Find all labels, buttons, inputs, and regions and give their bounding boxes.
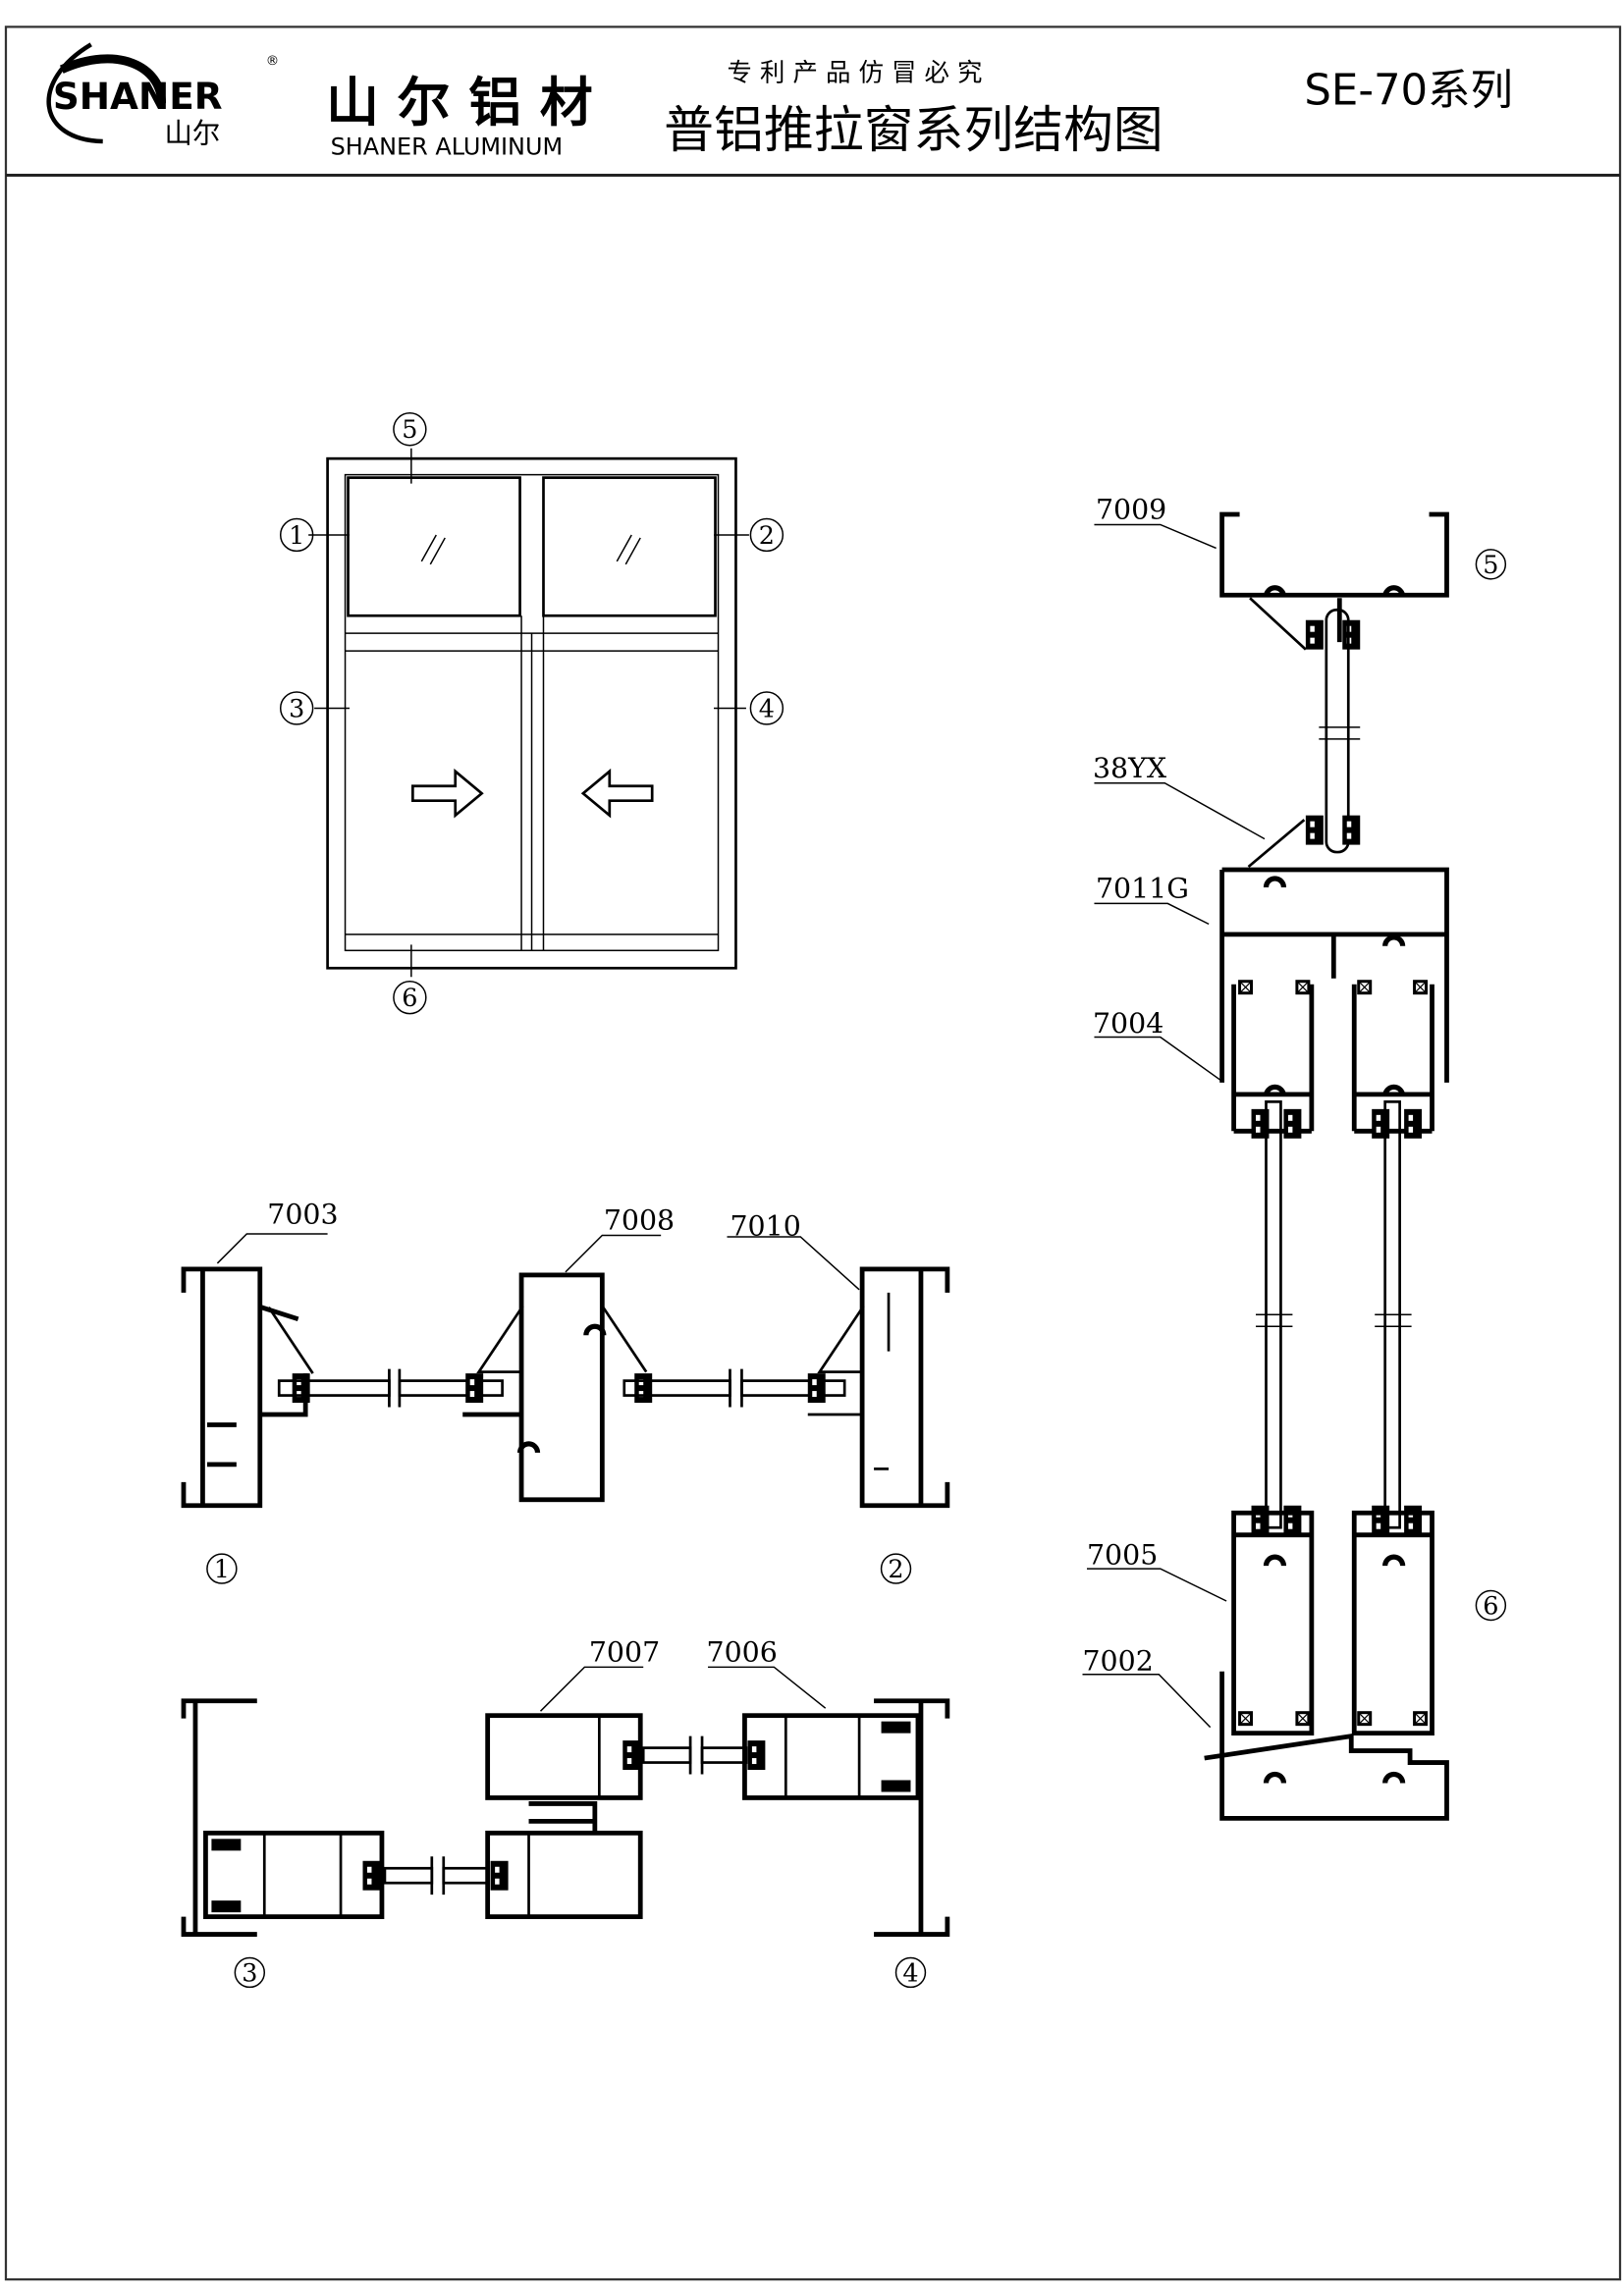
- section-marker-6: 6: [1483, 1590, 1498, 1620]
- part-label-38yx: 38YX: [1093, 752, 1167, 784]
- registered-mark: ®: [266, 54, 279, 69]
- patent-notice: 专 利 产 品 仿 冒 必 究: [727, 58, 982, 87]
- callout-3: 3: [289, 693, 304, 722]
- section-3-4: 7007 7006 3 4: [181, 1635, 950, 1989]
- section-marker-1: 1: [214, 1554, 230, 1583]
- part-label-7006: 7006: [707, 1635, 778, 1668]
- part-label-7007: 7007: [589, 1635, 660, 1668]
- part-label-7009: 7009: [1096, 493, 1166, 525]
- section-5-6: 7009 38YX 7011G 7004 7005 7002 5 6: [1082, 493, 1507, 1821]
- section-marker-2: 2: [888, 1554, 903, 1583]
- sheet-border: [4, 26, 1622, 2281]
- part-label-7003: 7003: [267, 1199, 338, 1231]
- callout-4: 4: [759, 693, 775, 722]
- slide-left-arrow-icon: [580, 768, 654, 819]
- part-label-7010: 7010: [730, 1210, 800, 1243]
- elevation-callouts: 5 1 2 3 4 6: [279, 412, 784, 1015]
- shaner-logo: SHANER 山尔 ®: [46, 42, 279, 150]
- section-marker-4: 4: [902, 1957, 918, 1987]
- section-marker-5: 5: [1483, 550, 1498, 579]
- part-label-7008: 7008: [604, 1204, 675, 1237]
- window-elevation: [308, 448, 749, 978]
- company-name-cn: 山 尔 铝 材: [326, 72, 593, 133]
- drawing-title: 普铝推拉窗系列结构图: [664, 101, 1163, 159]
- section-marker-3: 3: [242, 1957, 257, 1987]
- logo-text: SHANER: [53, 75, 223, 118]
- callout-1: 1: [289, 520, 304, 550]
- series-label: SE-70系列: [1304, 67, 1513, 116]
- part-label-7004: 7004: [1093, 1007, 1163, 1040]
- part-label-7005: 7005: [1087, 1539, 1158, 1572]
- callout-2: 2: [759, 520, 775, 550]
- logo-cn: 山尔: [165, 118, 221, 150]
- part-label-7002: 7002: [1082, 1644, 1153, 1677]
- callout-6: 6: [402, 983, 417, 1012]
- company-name-en: SHANER ALUMINUM: [331, 133, 564, 161]
- slide-right-arrow-icon: [411, 768, 484, 819]
- part-label-7011g: 7011G: [1096, 872, 1189, 904]
- section-1-2: 7003 7008 7010 1 2: [181, 1199, 950, 1584]
- callout-5: 5: [402, 414, 417, 444]
